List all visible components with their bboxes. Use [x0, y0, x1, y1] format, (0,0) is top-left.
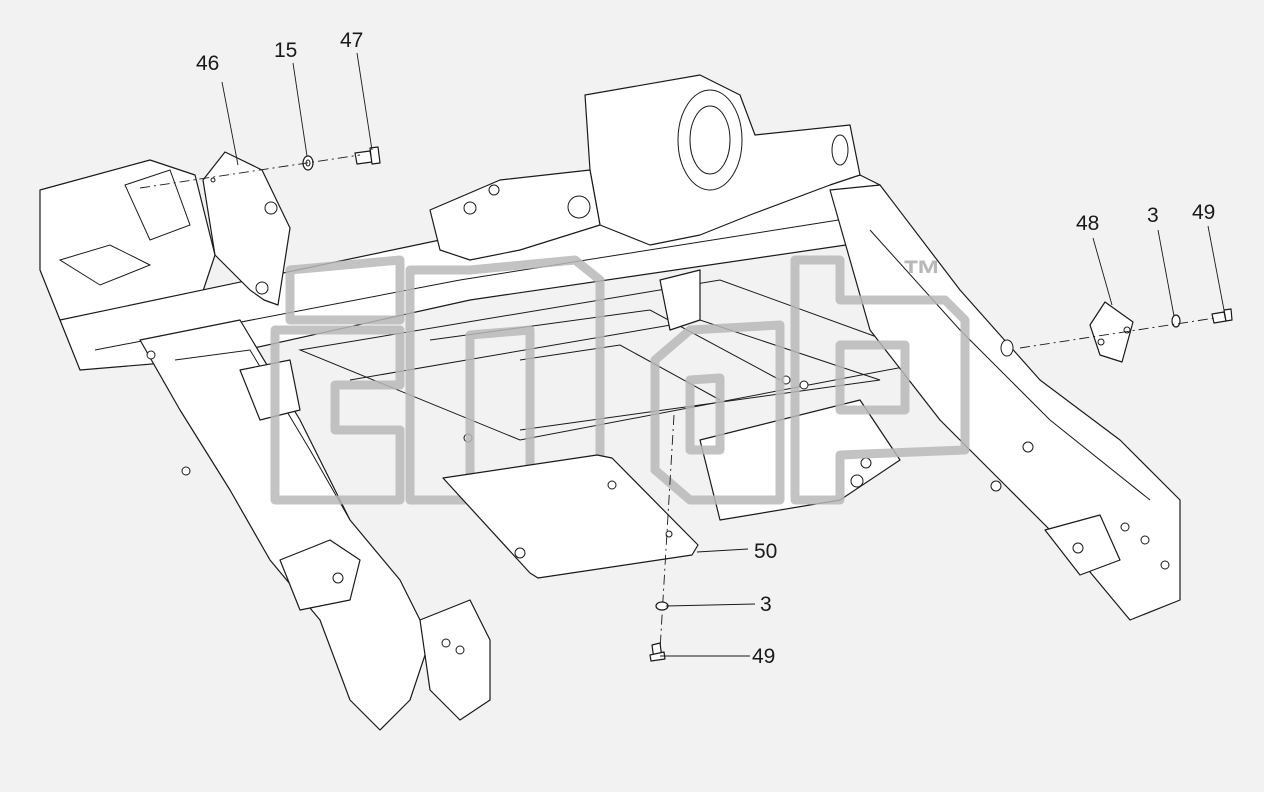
part-49-bolt-bottom — [649, 642, 666, 662]
callout-48: 48 — [1076, 212, 1099, 235]
callout-50: 50 — [754, 540, 777, 563]
part-46-cover-plate — [202, 151, 291, 306]
part-48-plate — [1089, 301, 1134, 363]
callout-labels: 46 15 47 48 3 49 50 3 49 — [196, 29, 1215, 668]
axis-line-48 — [1019, 317, 1216, 349]
callout-46: 46 — [196, 52, 219, 75]
callout-49-bottom: 49 — [752, 645, 775, 668]
callout-47: 47 — [340, 29, 363, 52]
part-49-bolt-right — [1211, 308, 1233, 324]
leader-lines — [221, 52, 1225, 657]
watermark-tm: ™ — [902, 253, 942, 297]
axis-line-46 — [139, 154, 361, 189]
callout-3-bottom: 3 — [760, 593, 772, 616]
part-3-washer-right — [1171, 314, 1181, 328]
watermark-logo: ™ — [270, 253, 970, 505]
callout-3-right: 3 — [1147, 204, 1159, 227]
callout-15: 15 — [274, 39, 297, 62]
part-50-bottom-plate — [442, 454, 699, 579]
callout-49-right: 49 — [1192, 201, 1215, 224]
frame-assembly — [39, 74, 1181, 731]
part-47-bolt — [354, 146, 381, 165]
